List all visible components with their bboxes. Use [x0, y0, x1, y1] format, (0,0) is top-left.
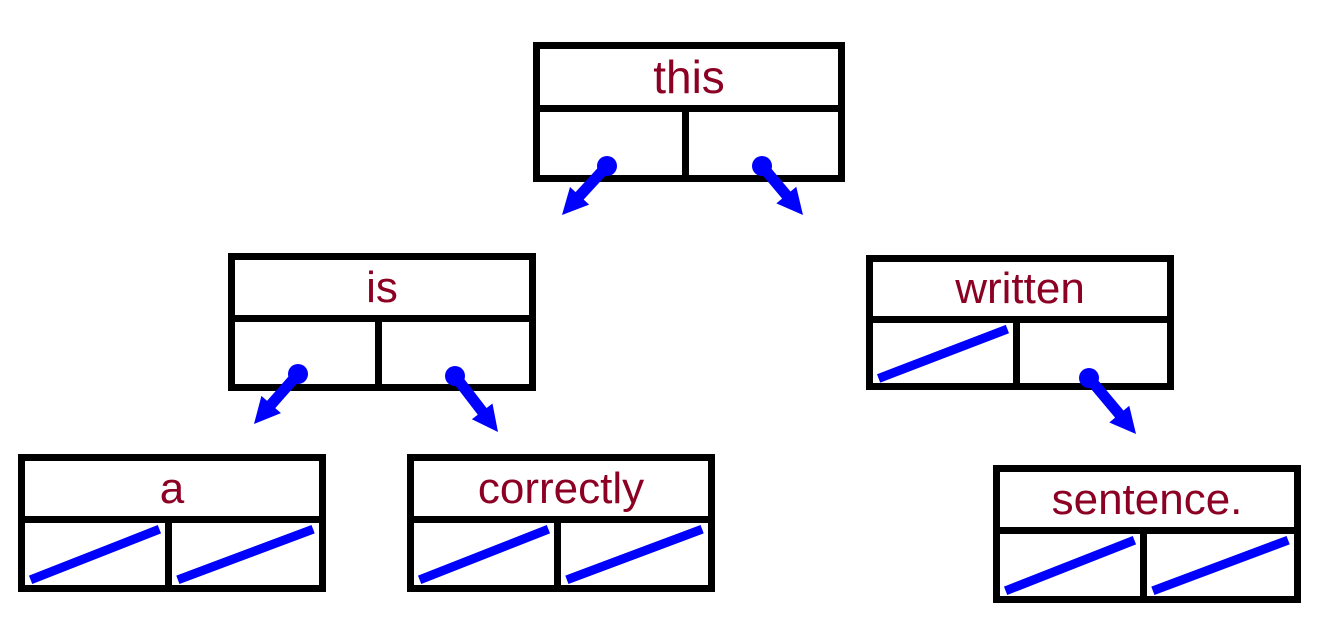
- node-label-a: a: [25, 461, 319, 523]
- right-pointer-cell-written[interactable]: [1020, 322, 1167, 383]
- node-pointers-a: [25, 523, 319, 585]
- right-pointer-cell-correctly[interactable]: [561, 523, 708, 585]
- node-label-sentence: sentence.: [1000, 472, 1294, 534]
- left-pointer-cell-written[interactable]: [873, 322, 1020, 384]
- pointer-arrowhead-icon: [562, 187, 590, 215]
- right-pointer-cell-sentence[interactable]: [1147, 534, 1294, 596]
- right-pointer-cell-root[interactable]: [689, 112, 838, 175]
- null-pointer-slash-icon: [1000, 534, 1140, 596]
- tree-node-sentence[interactable]: sentence.: [993, 465, 1301, 603]
- tree-node-correctly[interactable]: correctly: [407, 454, 715, 592]
- node-pointers-written: [873, 322, 1167, 384]
- tree-node-is[interactable]: is: [228, 253, 536, 391]
- right-pointer-cell-is[interactable]: [382, 322, 529, 384]
- right-pointer-cell-a[interactable]: [172, 523, 319, 585]
- tree-node-root[interactable]: this: [533, 42, 845, 182]
- pointer-arrowhead-icon: [471, 403, 498, 432]
- null-pointer-slash-icon: [172, 523, 319, 585]
- left-pointer-cell-sentence[interactable]: [1000, 534, 1147, 596]
- left-pointer-cell-correctly[interactable]: [414, 523, 561, 585]
- node-pointers-correctly: [414, 523, 708, 585]
- null-pointer-slash-icon: [561, 523, 708, 585]
- pointer-arrowhead-icon: [1109, 405, 1136, 434]
- left-pointer-cell-a[interactable]: [25, 523, 172, 585]
- pointer-arrowhead-icon: [776, 186, 803, 215]
- null-pointer-slash-icon: [25, 523, 165, 585]
- node-label-written: written: [873, 262, 1167, 323]
- tree-node-written[interactable]: written: [866, 255, 1174, 390]
- node-pointers-is: [235, 322, 529, 384]
- node-label-correctly: correctly: [414, 461, 708, 523]
- tree-node-a[interactable]: a: [18, 454, 326, 592]
- null-pointer-slash-icon: [873, 323, 1013, 384]
- null-pointer-slash-icon: [414, 523, 554, 585]
- left-pointer-cell-root[interactable]: [540, 112, 689, 175]
- node-pointers-sentence: [1000, 534, 1294, 596]
- node-pointers-root: [540, 112, 838, 175]
- node-label-root: this: [540, 49, 838, 112]
- null-pointer-slash-icon: [1147, 534, 1294, 596]
- left-pointer-cell-is[interactable]: [235, 322, 382, 384]
- node-label-is: is: [235, 260, 529, 322]
- pointer-arrowhead-icon: [254, 395, 281, 424]
